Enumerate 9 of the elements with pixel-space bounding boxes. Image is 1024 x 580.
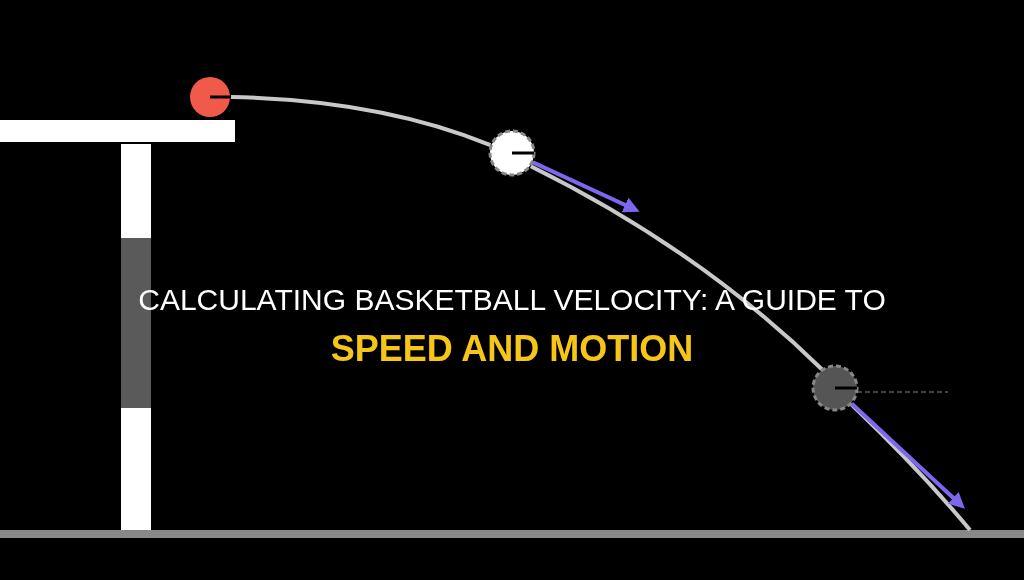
- ball: [811, 364, 859, 412]
- ball: [488, 129, 536, 177]
- subtitle: SPEED AND MOTION: [330, 328, 694, 369]
- title: CALCULATING BASKETBALL VELOCITY: A GUIDE TO: [138, 283, 886, 316]
- trajectory-line: [529, 164, 824, 371]
- velocity-arrow: [850, 402, 965, 509]
- trajectory-line: [230, 95, 492, 147]
- velocity-arrow: [532, 160, 640, 213]
- ball: [188, 75, 232, 119]
